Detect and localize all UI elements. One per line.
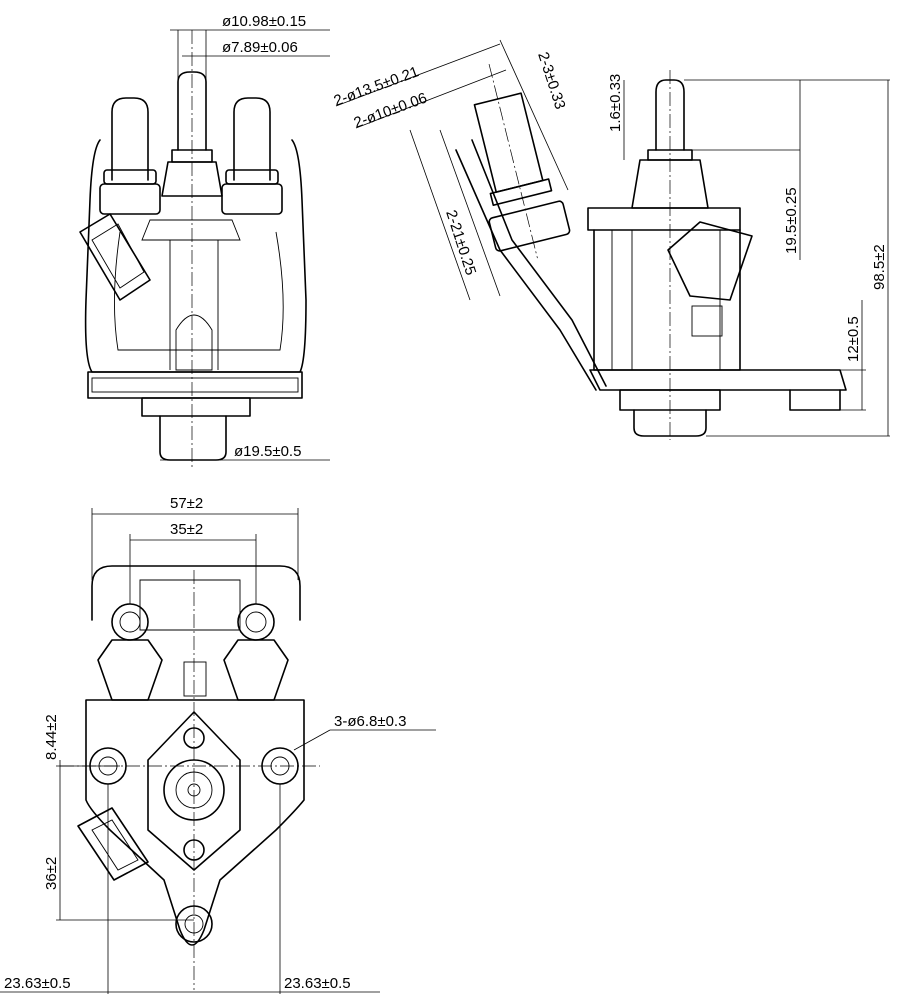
upper-plate	[141, 219, 241, 241]
side-flange	[589, 369, 847, 391]
dim-hole-offset-left: 23.63±0.5	[4, 975, 71, 992]
dim-top-outer-dia: ø10.98±0.15	[222, 13, 306, 30]
side-connector	[667, 221, 753, 301]
side-housing	[593, 229, 741, 371]
side-top-plate	[587, 207, 741, 231]
bottom-outlet	[159, 415, 227, 461]
base-flange-inner	[91, 377, 299, 393]
front-connector	[79, 213, 151, 301]
housing-inner	[113, 231, 284, 351]
dim-mount-holes: 3-ø6.8±0.3	[334, 713, 406, 730]
left-nut	[99, 183, 161, 215]
bracket-arm-inner	[471, 139, 607, 387]
side-ribs	[611, 230, 721, 370]
right-port-cap	[237, 603, 275, 641]
side-view: 1.6±0.33 19.5±0.25 98.5±2 12±0.5 2-ø13.5…	[332, 39, 890, 440]
dim-top-inner-dia: ø7.89±0.06	[222, 39, 298, 56]
front-connector-inner	[91, 223, 145, 289]
dim-flange-height: 12±0.5	[845, 316, 862, 362]
dim-tip-length: 1.6±0.33	[607, 74, 624, 132]
main-body	[85, 699, 305, 946]
cover-recess	[139, 579, 241, 631]
central-stem	[177, 71, 207, 151]
base-flange	[87, 371, 303, 399]
cover-top	[91, 565, 301, 621]
dim-port-spacing: 35±2	[170, 521, 203, 538]
side-inlet-collar	[489, 178, 553, 207]
dim-stem-height: 19.5±0.25	[783, 187, 800, 254]
side-mount-ear	[789, 389, 841, 411]
right-inlet-tube	[233, 97, 271, 181]
side-inlet-pipe	[473, 92, 544, 193]
dim-hole-offset-right: 23.63±0.5	[284, 975, 351, 992]
dim-overall-height: 98.5±2	[871, 244, 888, 290]
housing-outline	[84, 139, 307, 373]
dim-overall-width: 57±2	[170, 495, 203, 512]
left-port-cap	[111, 603, 149, 641]
dim-inlet-spacing: 2-3±0.33	[534, 50, 568, 111]
center-arch	[175, 314, 213, 371]
stem-body	[161, 161, 223, 197]
right-port-nut	[223, 639, 289, 701]
right-nut	[221, 183, 283, 215]
center-ribs	[169, 240, 219, 370]
left-inlet-tube	[111, 97, 149, 181]
bottom-connector	[77, 807, 149, 881]
bottom-view: 57±2 35±2 3-ø6.8±0.3 8.44±2 36±2 23.63±0…	[0, 495, 436, 994]
dim-hole-offset-vertical: 36±2	[43, 857, 60, 890]
base-ring	[141, 397, 251, 417]
side-connector-latch	[691, 305, 723, 337]
dim-bottom-outlet-dia: ø19.5±0.5	[234, 443, 301, 460]
dim-inlet-length: 2-21±0.25	[442, 208, 479, 277]
left-port-nut	[97, 639, 163, 701]
center-slot	[183, 661, 207, 697]
front-view: ø10.98±0.15 ø7.89±0.06 ø19.5±0.5	[79, 13, 330, 470]
bracket-arm	[455, 149, 597, 391]
dim-hole-offset-top: 8.44±2	[43, 714, 60, 760]
